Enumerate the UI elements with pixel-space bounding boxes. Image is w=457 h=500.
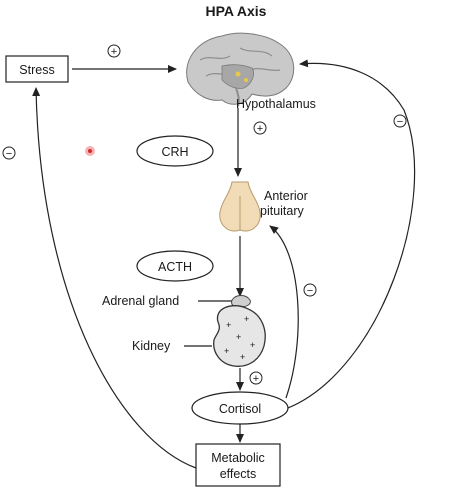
svg-text:+: + <box>257 123 263 135</box>
svg-text:+: + <box>240 352 245 362</box>
metabolic-label-line2: effects <box>220 467 257 481</box>
cortisol-to-pituitary-feedback-arrow <box>269 225 299 399</box>
pituitary-icon <box>219 181 261 232</box>
cortisol-node: Cortisol <box>191 391 289 425</box>
cortisol-label: Cortisol <box>219 402 261 416</box>
adrenal-kidney-icon: + + + + + + <box>213 295 266 367</box>
pituitary-feedback-minus-sign: − <box>303 283 317 297</box>
stress-label: Stress <box>19 63 54 77</box>
hypothalamus-plus-sign: + <box>253 121 267 135</box>
stress-node: Stress <box>5 55 69 83</box>
metabolic-effects-node: Metabolic effects <box>195 443 281 487</box>
svg-text:+: + <box>244 314 249 324</box>
brain-icon <box>186 32 295 107</box>
metabolic-to-stress-feedback-arrow <box>32 87 197 469</box>
stress-plus-sign: + <box>107 44 121 58</box>
diagram-title: HPA Axis <box>206 3 267 19</box>
svg-text:+: + <box>236 332 241 342</box>
kidney-label: Kidney <box>132 339 171 353</box>
svg-text:−: − <box>397 116 403 128</box>
svg-text:+: + <box>224 346 229 356</box>
anterior-pituitary-label-line2: pituitary <box>260 204 305 218</box>
svg-text:−: − <box>307 285 313 297</box>
svg-text:+: + <box>226 320 231 330</box>
svg-text:+: + <box>250 340 255 350</box>
cortisol-to-hypothalamus-feedback-arrow <box>287 59 416 409</box>
svg-text:+: + <box>111 46 117 58</box>
hypothalamus-label: Hypothalamus <box>236 97 316 111</box>
right-feedback-minus-sign: − <box>393 114 407 128</box>
acth-label: ACTH <box>158 260 192 274</box>
cursor-marker-icon <box>85 146 95 156</box>
adrenal-gland-label: Adrenal gland <box>102 294 179 308</box>
anterior-pituitary-label-line1: Anterior <box>264 189 308 203</box>
crh-label: CRH <box>161 145 188 159</box>
metabolic-label-line1: Metabolic <box>211 451 265 465</box>
acth-node: ACTH <box>136 250 214 282</box>
crh-node: CRH <box>136 135 214 167</box>
adrenal-plus-sign: + <box>249 371 263 385</box>
svg-text:+: + <box>253 373 259 385</box>
svg-text:−: − <box>6 148 12 160</box>
left-feedback-minus-sign: − <box>2 146 16 160</box>
